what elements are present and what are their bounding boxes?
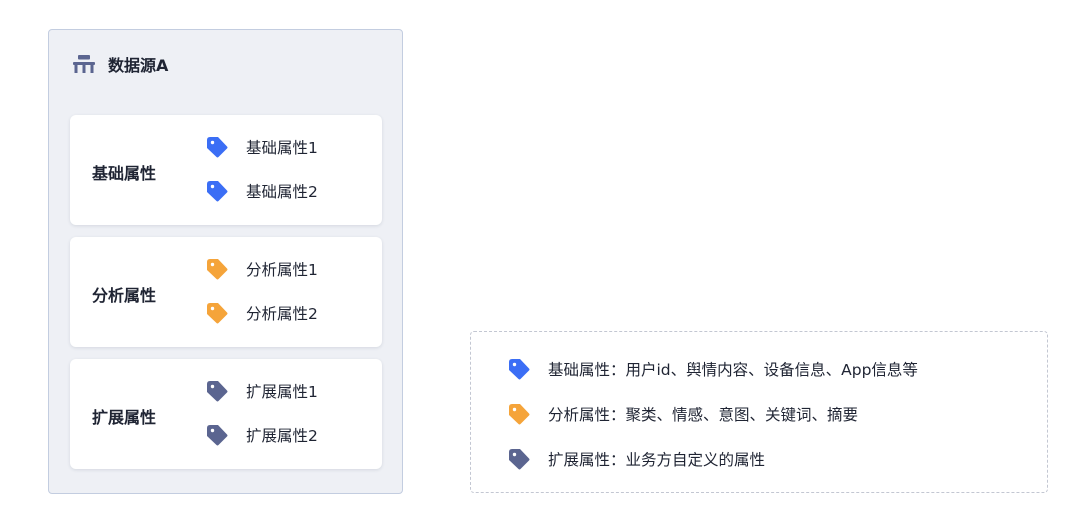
attr-label: 扩展属性2 bbox=[246, 427, 318, 445]
group-card-basic: 基础属性 基础属性1 基础属性2 bbox=[70, 115, 382, 225]
legend-text: 基础属性：用户id、舆情内容、设备信息、App信息等 bbox=[548, 361, 918, 379]
legend-row-basic: 基础属性：用户id、舆情内容、设备信息、App信息等 bbox=[506, 356, 918, 382]
group-card-extension: 扩展属性 扩展属性1 扩展属性2 bbox=[70, 359, 382, 469]
source-header: 数据源A bbox=[73, 52, 168, 76]
tag-icon bbox=[204, 178, 230, 204]
legend-row-extension: 扩展属性：业务方自定义的属性 bbox=[506, 446, 765, 472]
data-source-title: 数据源A bbox=[108, 56, 169, 75]
tag-icon bbox=[204, 300, 230, 326]
tag-icon bbox=[204, 134, 230, 160]
tag-icon bbox=[204, 422, 230, 448]
tag-icon bbox=[204, 378, 230, 404]
attr-item: 扩展属性1 bbox=[204, 378, 318, 404]
group-title: 基础属性 bbox=[92, 164, 157, 183]
legend-row-analysis: 分析属性：聚类、情感、意图、关键词、摘要 bbox=[506, 401, 858, 427]
attr-label: 基础属性1 bbox=[246, 139, 318, 157]
attr-label: 分析属性1 bbox=[246, 261, 318, 279]
attr-item: 基础属性1 bbox=[204, 134, 318, 160]
tag-icon bbox=[506, 401, 532, 427]
legend-text: 扩展属性：业务方自定义的属性 bbox=[548, 451, 766, 469]
attr-item: 分析属性2 bbox=[204, 300, 318, 326]
group-title: 扩展属性 bbox=[92, 408, 157, 427]
hierarchy-icon bbox=[73, 55, 95, 73]
attr-label: 基础属性2 bbox=[246, 183, 318, 201]
group-title: 分析属性 bbox=[92, 286, 157, 305]
data-source-panel: 数据源A 基础属性 基础属性1 基础属性2 分析属性 分析属性1 bbox=[48, 29, 403, 494]
tag-icon bbox=[204, 256, 230, 282]
attr-label: 扩展属性1 bbox=[246, 383, 318, 401]
legend-box: 基础属性：用户id、舆情内容、设备信息、App信息等 分析属性：聚类、情感、意图… bbox=[470, 331, 1048, 493]
attr-item: 分析属性1 bbox=[204, 256, 318, 282]
group-card-analysis: 分析属性 分析属性1 分析属性2 bbox=[70, 237, 382, 347]
tag-icon bbox=[506, 446, 532, 472]
legend-text: 分析属性：聚类、情感、意图、关键词、摘要 bbox=[548, 406, 859, 424]
attr-item: 扩展属性2 bbox=[204, 422, 318, 448]
attr-item: 基础属性2 bbox=[204, 178, 318, 204]
tag-icon bbox=[506, 356, 532, 382]
attr-label: 分析属性2 bbox=[246, 305, 318, 323]
